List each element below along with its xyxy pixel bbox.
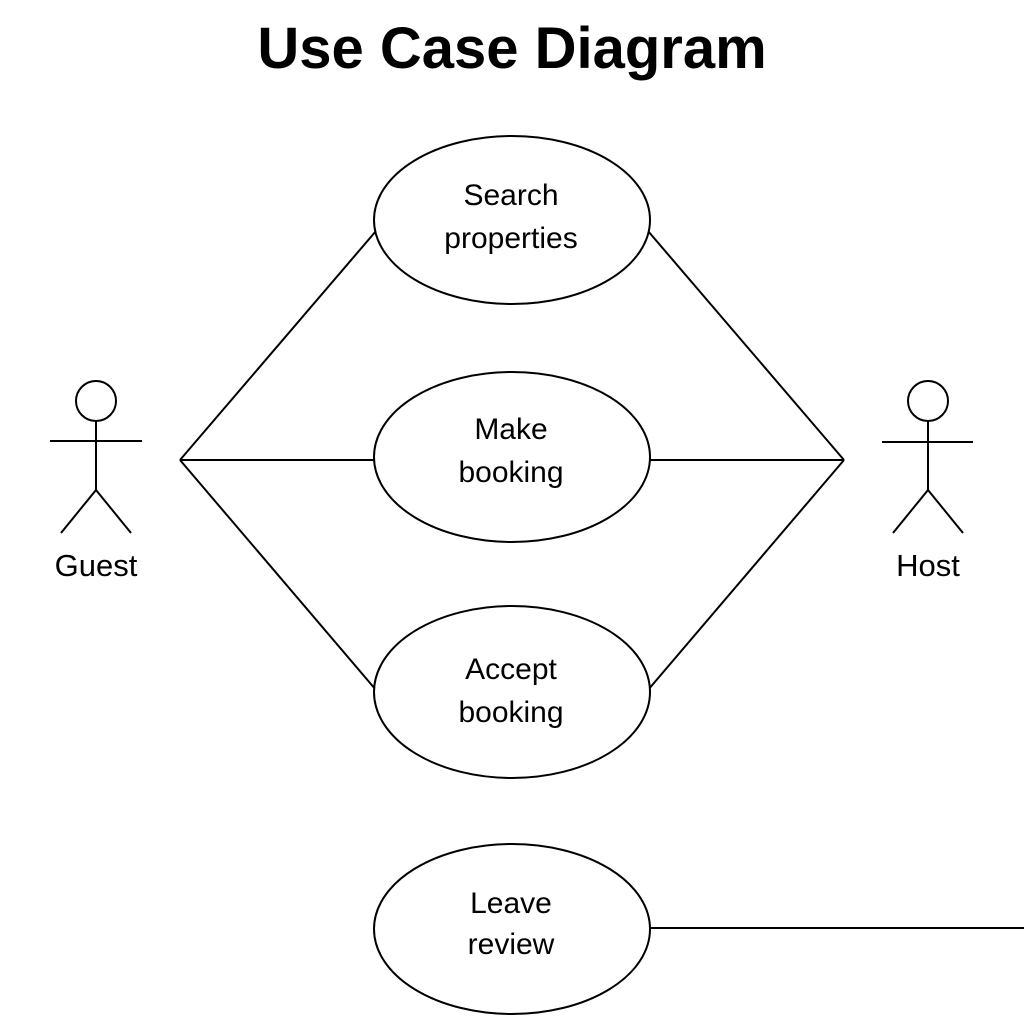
- use-case-label-line1: Search: [463, 179, 558, 212]
- assoc-host-accept: [647, 459, 845, 691]
- use-case-search-properties: Search properties: [373, 135, 651, 305]
- use-case-label-line1: Make: [474, 413, 547, 446]
- use-case-ellipse: [373, 371, 651, 543]
- host-actor: Host: [882, 380, 973, 583]
- host-head: [907, 380, 949, 422]
- guest-leg-left: [60, 489, 97, 534]
- use-case-ellipse: [373, 605, 651, 779]
- use-case-label-line1: Leave: [470, 887, 552, 920]
- host-leg-right: [927, 489, 964, 534]
- use-case-label-line2: properties: [444, 222, 577, 255]
- host-label: Host: [896, 548, 960, 583]
- use-case-leave-review: Leave review: [373, 843, 651, 1015]
- assoc-guest-accept: [179, 459, 377, 691]
- use-case-label-line2: review: [468, 928, 555, 961]
- use-case-ellipse: [373, 135, 651, 305]
- guest-actor: Guest: [50, 380, 142, 583]
- use-case-label-line2: booking: [458, 696, 563, 729]
- guest-label: Guest: [55, 548, 138, 583]
- use-case-accept-booking: Accept booking: [373, 605, 651, 779]
- use-case-label-line2: booking: [458, 456, 563, 489]
- use-case-make-booking: Make booking: [373, 371, 651, 543]
- guest-leg-right: [95, 489, 132, 534]
- guest-head: [75, 380, 117, 422]
- assoc-guest-search: [179, 230, 377, 461]
- use-case-label-line1: Accept: [465, 653, 557, 686]
- page-title: Use Case Diagram: [257, 16, 767, 81]
- use-case-ellipse: [373, 843, 651, 1015]
- host-leg-left: [892, 489, 929, 534]
- assoc-host-search: [647, 230, 845, 461]
